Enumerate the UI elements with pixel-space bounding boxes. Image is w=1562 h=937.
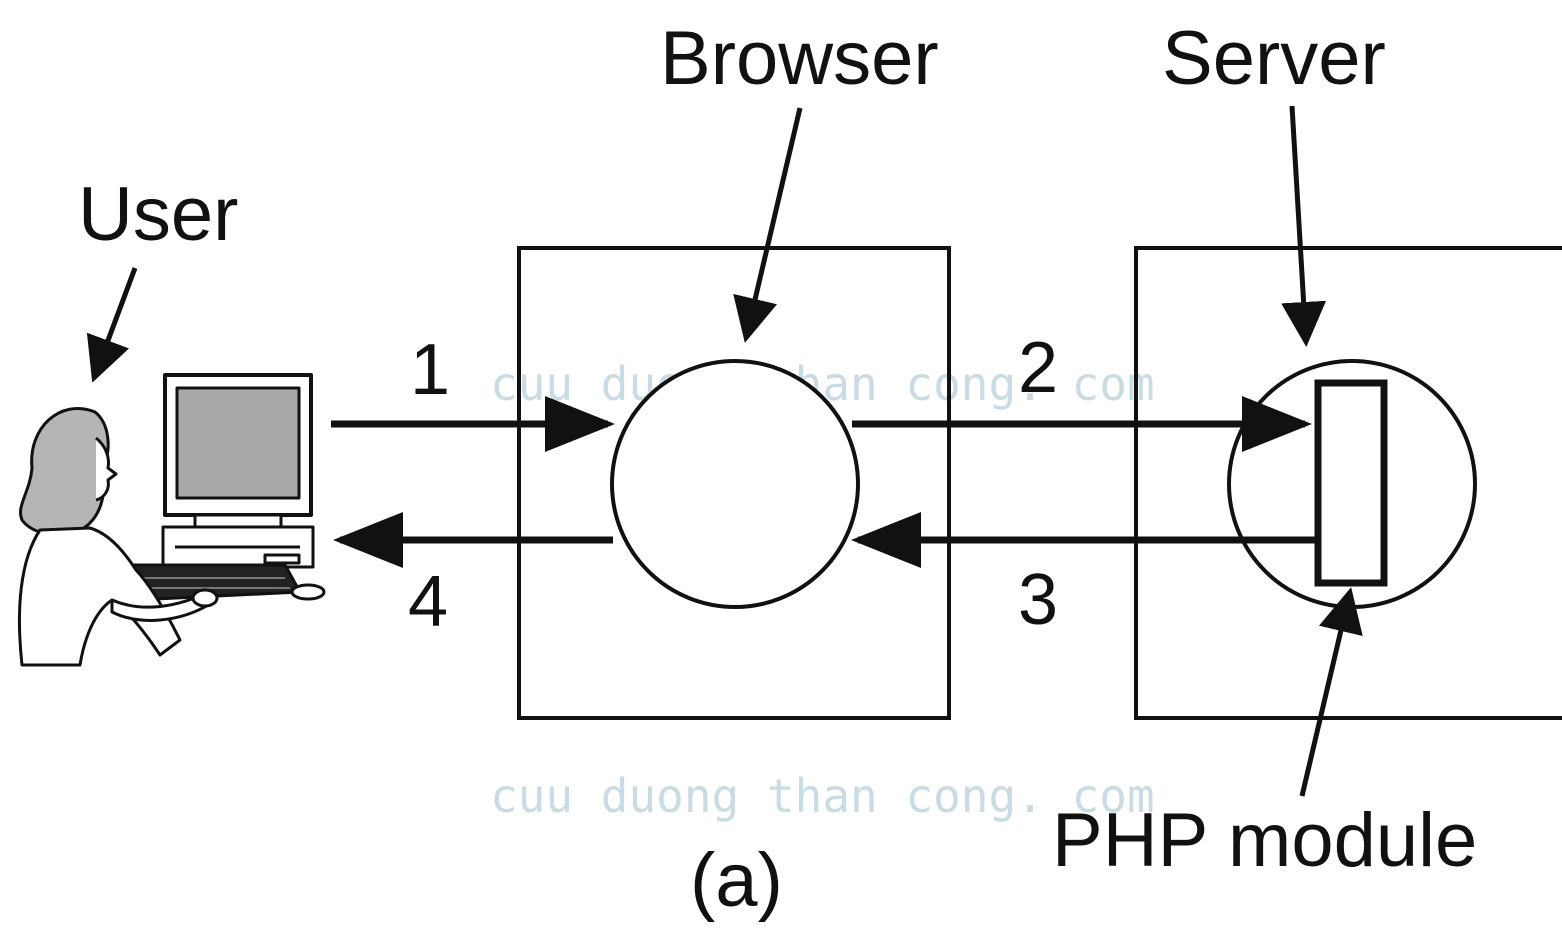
step-number-4: 4 [408, 562, 448, 642]
browser-machine-box [517, 246, 951, 720]
php-module-box [1314, 379, 1388, 587]
browser-process-circle [610, 359, 860, 609]
step-number-1: 1 [410, 330, 450, 410]
server-label: Server [1162, 16, 1386, 101]
user-pointer-arrow [86, 267, 138, 383]
user-at-computer-icon [17, 373, 326, 667]
user-label: User [78, 172, 238, 257]
server-machine-box [1134, 246, 1562, 720]
browser-label: Browser [660, 16, 939, 101]
watermark-text: cuu duong than cong. com [490, 769, 1155, 823]
browser-pointer-arrow [733, 107, 803, 343]
php-module-label: PHP module [1052, 798, 1477, 883]
server-pointer-arrow [1281, 105, 1327, 347]
step-number-3: 3 [1018, 560, 1058, 640]
step-number-2: 2 [1018, 328, 1058, 408]
php-module-pointer-arrow [1299, 587, 1363, 797]
figure-caption: (a) [690, 838, 783, 923]
